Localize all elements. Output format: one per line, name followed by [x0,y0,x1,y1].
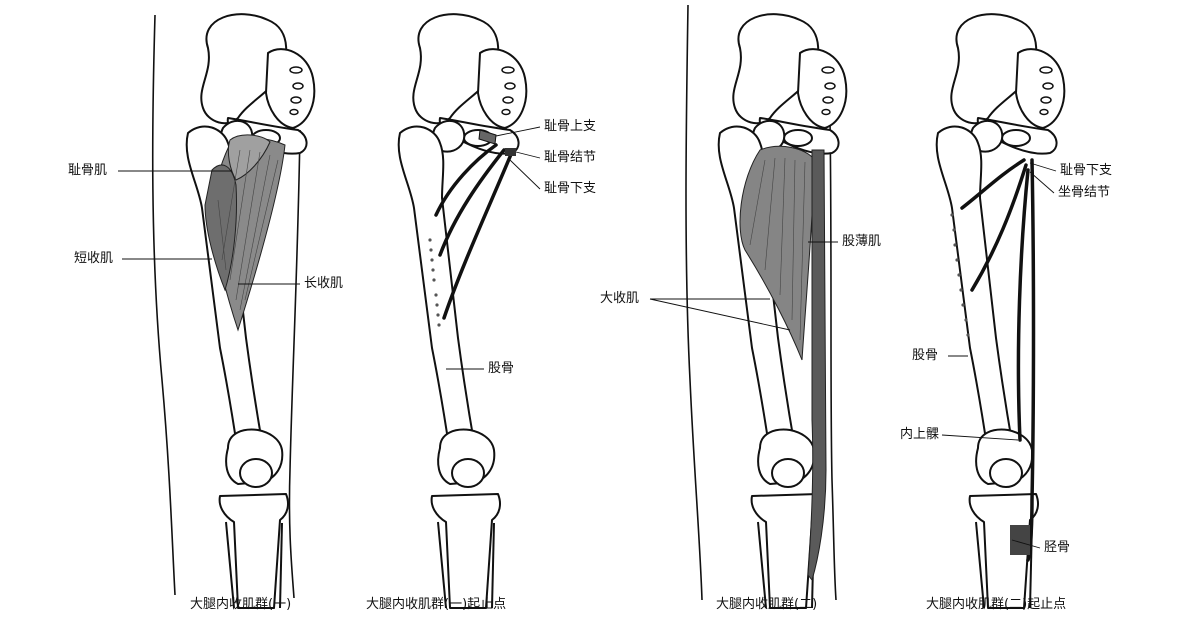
skeleton-figure-2 [397,13,528,609]
gracilis-muscle [807,149,827,582]
pectineus-muscle [227,134,271,181]
label-tibia: 胫骨 [1044,540,1071,555]
leader-lines [118,126,1057,549]
caption-figure-3: 大腿内收肌群(二) [716,597,818,612]
label-adductor-longus: 长收肌 [304,276,344,291]
figure-3-adductors-group-2 [685,4,848,609]
muscle-group-figure-3 [739,145,827,582]
thigh-outline-left-3 [685,4,703,601]
figure-4-attachment-points-2 [935,13,1066,609]
thigh-outline-right-3 [829,119,837,601]
label-medial-epicondyle: 内上髁 [900,427,940,442]
adductor-brevis-muscle [204,164,238,292]
figure-2-attachment-points-1 [397,13,528,609]
label-femur-fig4: 股骨 [912,348,939,363]
caption-figure-2: 大腿内收肌群(一)起止点 [366,597,507,612]
label-pectineus: 耻骨肌 [68,163,108,178]
attachment-lines-figure-2 [434,143,514,320]
figure-1-adductors-group-1 [151,13,316,609]
skeleton-figure-4 [935,13,1066,609]
thigh-outline-left [151,14,176,596]
femur-attachment-dots-figure-4 [950,213,970,337]
label-gracilis: 股薄肌 [842,234,882,249]
label-superior-pubic-ramus: 耻骨上支 [544,119,597,134]
label-pubic-tubercle: 耻骨结节 [544,150,597,165]
attachment-lines-figure-4 [960,158,1036,562]
label-adductor-brevis: 短收肌 [74,251,114,266]
femur-attachment-dots-figure-2 [428,238,441,327]
label-ischial-tuberosity: 坐骨结节 [1058,185,1111,200]
thigh-outline-right [288,129,301,599]
muscle-group-figure-1 [204,134,286,332]
label-inferior-pubic-ramus: 耻骨下支 [544,181,597,196]
caption-figure-4: 大腿内收肌群(二)起止点 [926,597,1067,612]
label-femur-fig2: 股骨 [488,361,515,376]
caption-figure-1: 大腿内收肌群(一) [190,597,292,612]
label-inferior-pubic-ramus-fig4: 耻骨下支 [1060,163,1113,178]
label-adductor-magnus: 大收肌 [600,291,640,306]
